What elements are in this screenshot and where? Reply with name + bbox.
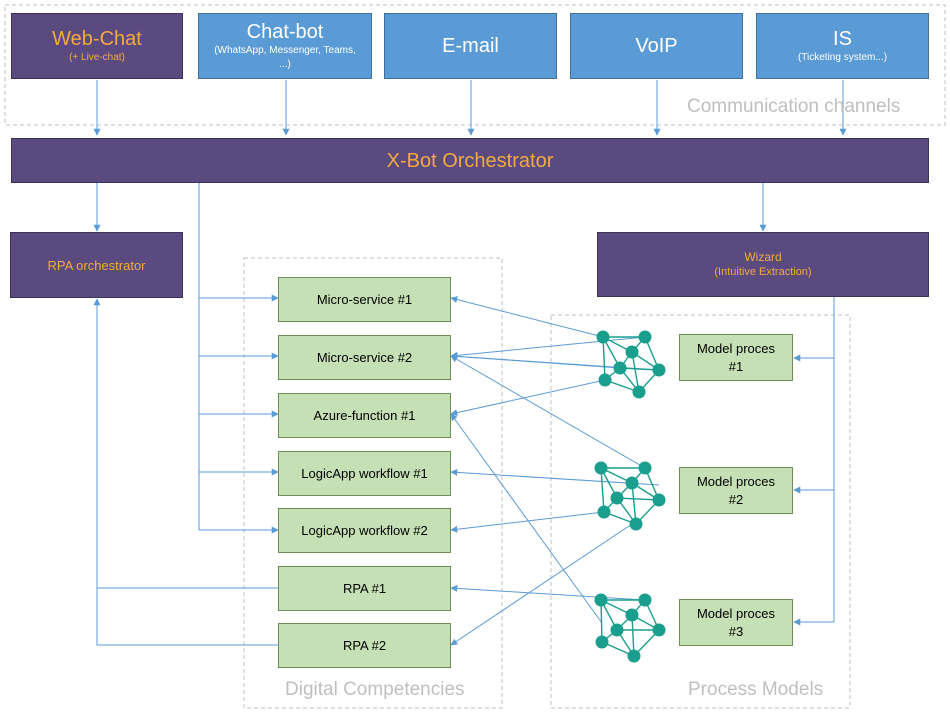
network-icon-model1 [596, 330, 666, 399]
competencies-region [243, 257, 503, 709]
network-icon-model3 [594, 593, 666, 663]
channel-webchat-title: Web-Chat [52, 28, 142, 50]
xbot-orchestrator-title: X-Bot Orchestrator [386, 149, 554, 172]
model-process-2-line1: Model proces [696, 473, 776, 489]
competencies-region-label: Digital Competencies [285, 679, 465, 700]
rpa-feedback-line [97, 299, 278, 646]
arrow-model1-ms1 [450, 296, 604, 338]
arrow-model3-rpa1 [450, 584, 646, 601]
communication-region [4, 4, 946, 126]
wizard: Wizard (Intuitive Extraction) [597, 232, 929, 297]
channel-voip-title: VoIP [635, 35, 678, 57]
competency-azure-function-1: Azure-function #1 [278, 393, 451, 438]
competency-micro-service-2: Micro-service #2 [278, 335, 451, 380]
channel-webchat-sub: (+ Live-chat) [69, 52, 125, 63]
communication-region-label: Communication channels [687, 96, 901, 117]
model-process-2-line2: #2 [728, 491, 744, 507]
model-process-3: Model proces #3 [679, 599, 793, 646]
channel-chatbot: Chat-bot (WhatsApp, Messenger, Teams, ..… [198, 13, 372, 79]
channel-is-sub: (Ticketing system...) [797, 52, 888, 63]
rpa-orchestrator: RPA orchestrator [10, 232, 183, 298]
arrow-model2-rpa2 [450, 523, 633, 646]
model-process-3-line2: #3 [728, 623, 744, 639]
arrow-model1-azure [450, 379, 606, 417]
arrow-model2-la1 [450, 468, 660, 486]
channel-chatbot-sub: (WhatsApp, Messenger, Teams, ...) [214, 45, 356, 70]
channel-is: IS (Ticketing system...) [756, 13, 929, 79]
competency-rpa-2: RPA #2 [278, 623, 451, 668]
arrow-model2-la2 [450, 511, 605, 533]
channel-webchat: Web-Chat (+ Live-chat) [11, 13, 183, 79]
wizard-title: Wizard [744, 250, 782, 264]
channel-email: E-mail [384, 13, 557, 79]
channel-chatbot-title: Chat-bot [246, 21, 324, 43]
arrow-model3-azure [450, 413, 603, 624]
models-region [550, 314, 851, 709]
arrow-model1-ms2 [450, 336, 646, 359]
channel-voip: VoIP [570, 13, 743, 79]
model-process-2: Model proces #2 [679, 467, 793, 514]
channel-is-title: IS [833, 28, 852, 50]
competency-logicapp-1: LogicApp workflow #1 [278, 451, 451, 496]
models-region-label: Process Models [688, 679, 824, 700]
channel-email-title: E-mail [442, 35, 499, 57]
network-icon-model2 [594, 461, 666, 531]
arrow-model2-ms2 [450, 355, 646, 469]
wizard-sub: (Intuitive Extraction) [714, 266, 812, 278]
model-process-1-line2: #1 [728, 358, 744, 374]
competency-rpa-1: RPA #1 [278, 566, 451, 611]
xbot-orchestrator: X-Bot Orchestrator [11, 138, 929, 183]
model-process-1-line1: Model proces [696, 340, 776, 356]
rpa-orchestrator-title: RPA orchestrator [47, 257, 146, 273]
model-process-1: Model proces #1 [679, 334, 793, 381]
competency-logicapp-2: LogicApp workflow #2 [278, 508, 451, 553]
model-process-3-line1: Model proces [696, 605, 776, 621]
competency-micro-service-1: Micro-service #1 [278, 277, 451, 322]
